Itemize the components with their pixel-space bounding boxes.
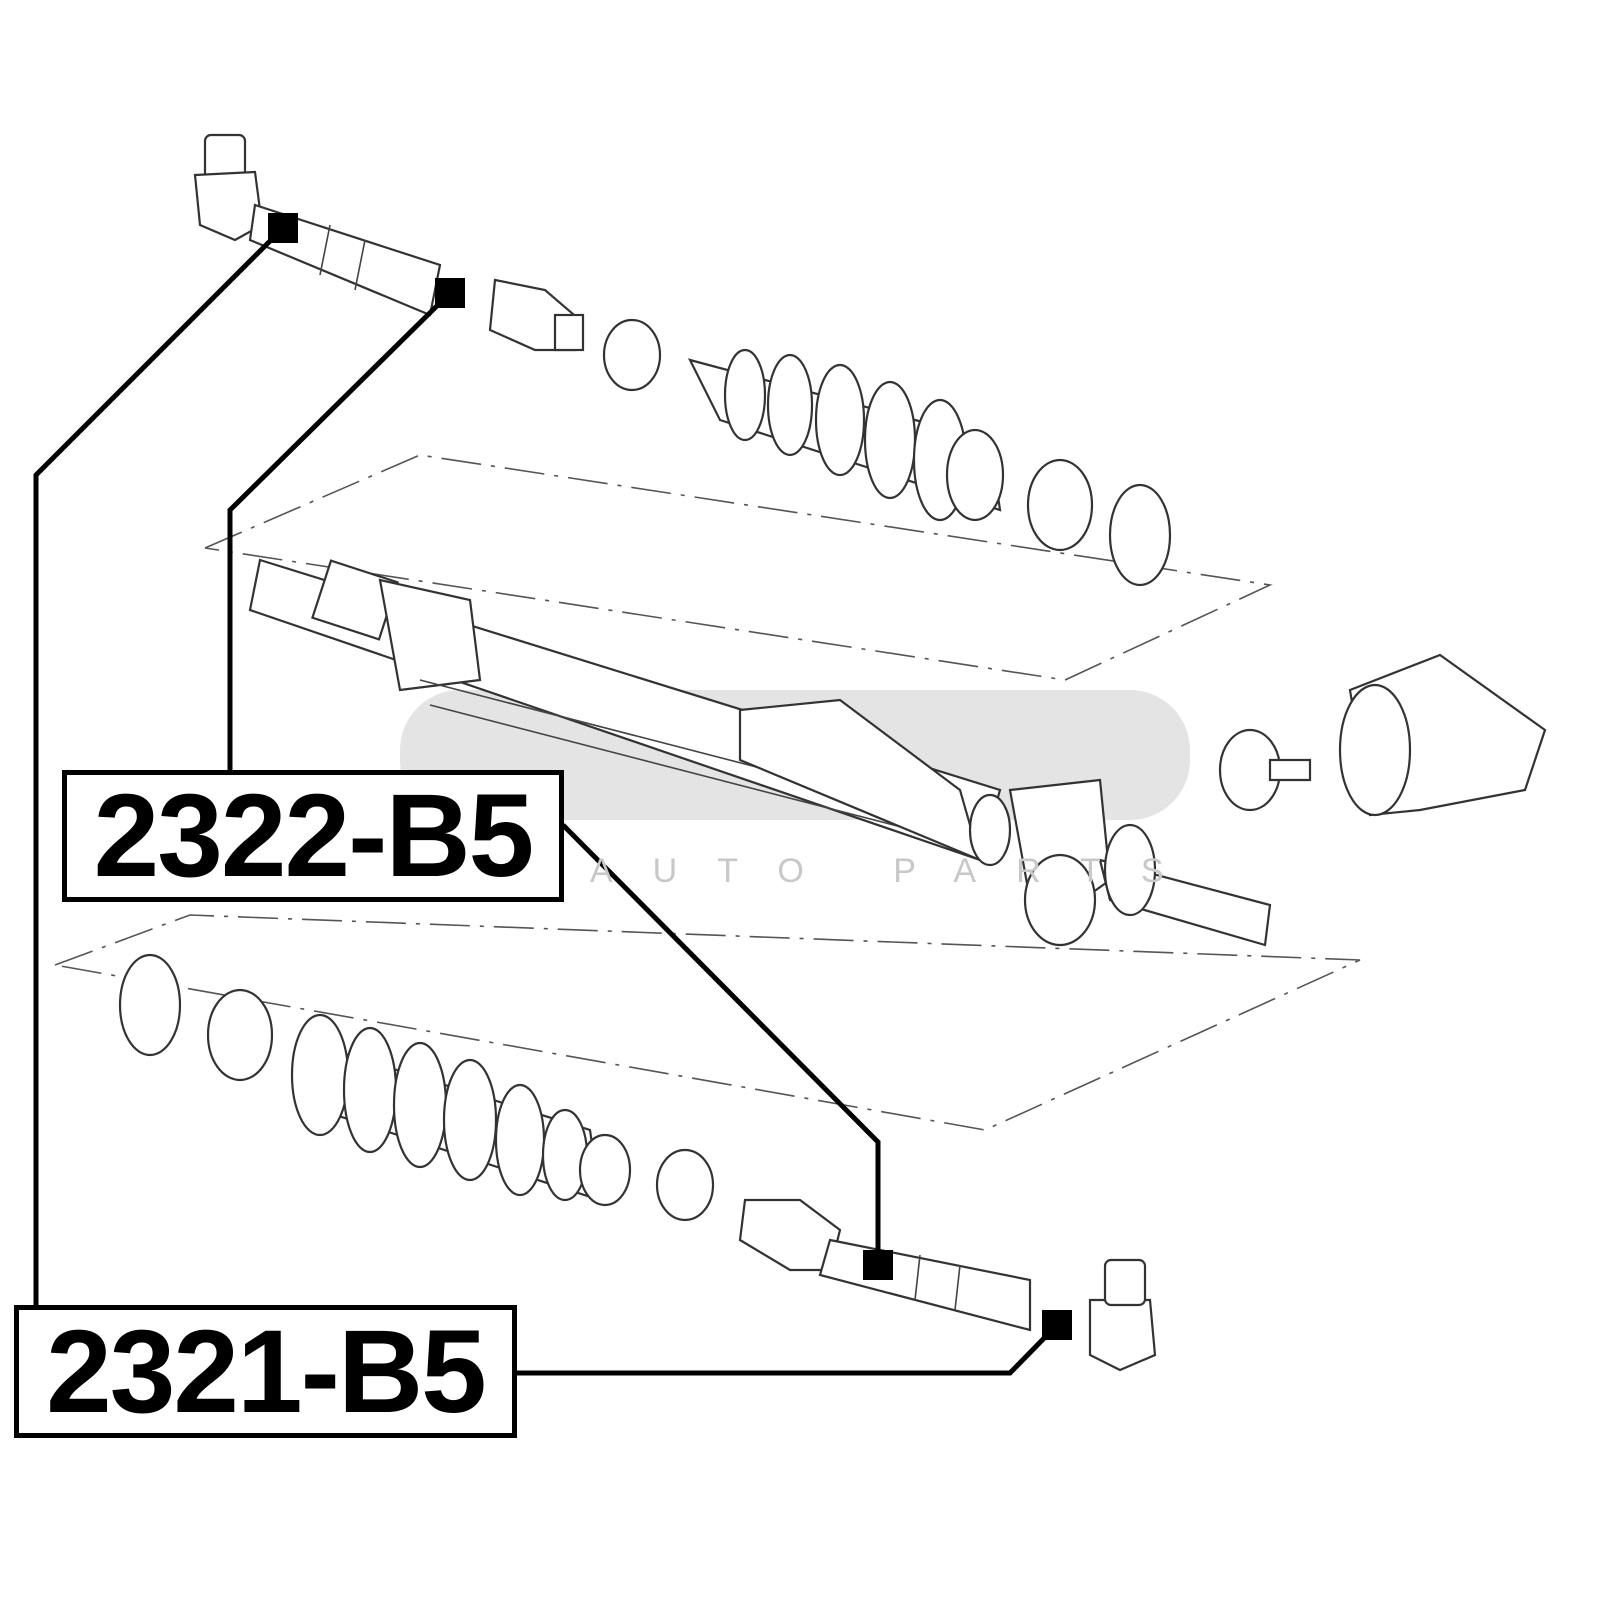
upper-ring bbox=[1108, 483, 1172, 587]
lower-ring bbox=[118, 953, 182, 1057]
upper-boot-band bbox=[1026, 458, 1094, 552]
leader-2322-upper bbox=[227, 291, 452, 772]
upper-clamp bbox=[602, 318, 662, 392]
watermark-tagline: AUTO PARTS bbox=[590, 852, 1204, 890]
marker-2322-lower bbox=[863, 1250, 893, 1280]
marker-2321-lower bbox=[1042, 1310, 1072, 1340]
part-label-2321-b5[interactable]: 2321-B5 bbox=[14, 1305, 517, 1438]
leader-2321-lower bbox=[516, 1323, 1059, 1376]
leader-2321-upper bbox=[33, 226, 285, 1308]
marker-2321-upper bbox=[268, 213, 298, 243]
part-label-2322-b5[interactable]: 2322-B5 bbox=[62, 770, 564, 902]
lower-boot-band bbox=[206, 988, 274, 1082]
pinion-boot-opening bbox=[1338, 683, 1412, 817]
upper-tie-rod-end bbox=[193, 133, 442, 317]
rack-housing bbox=[248, 558, 1312, 947]
upper-inner-nut bbox=[488, 278, 585, 352]
upper-boot bbox=[687, 348, 1005, 522]
lower-boot bbox=[290, 1013, 632, 1207]
marker-2322-upper bbox=[435, 278, 465, 308]
lower-clamp bbox=[655, 1148, 715, 1222]
leader-2322-lower bbox=[561, 823, 881, 1265]
